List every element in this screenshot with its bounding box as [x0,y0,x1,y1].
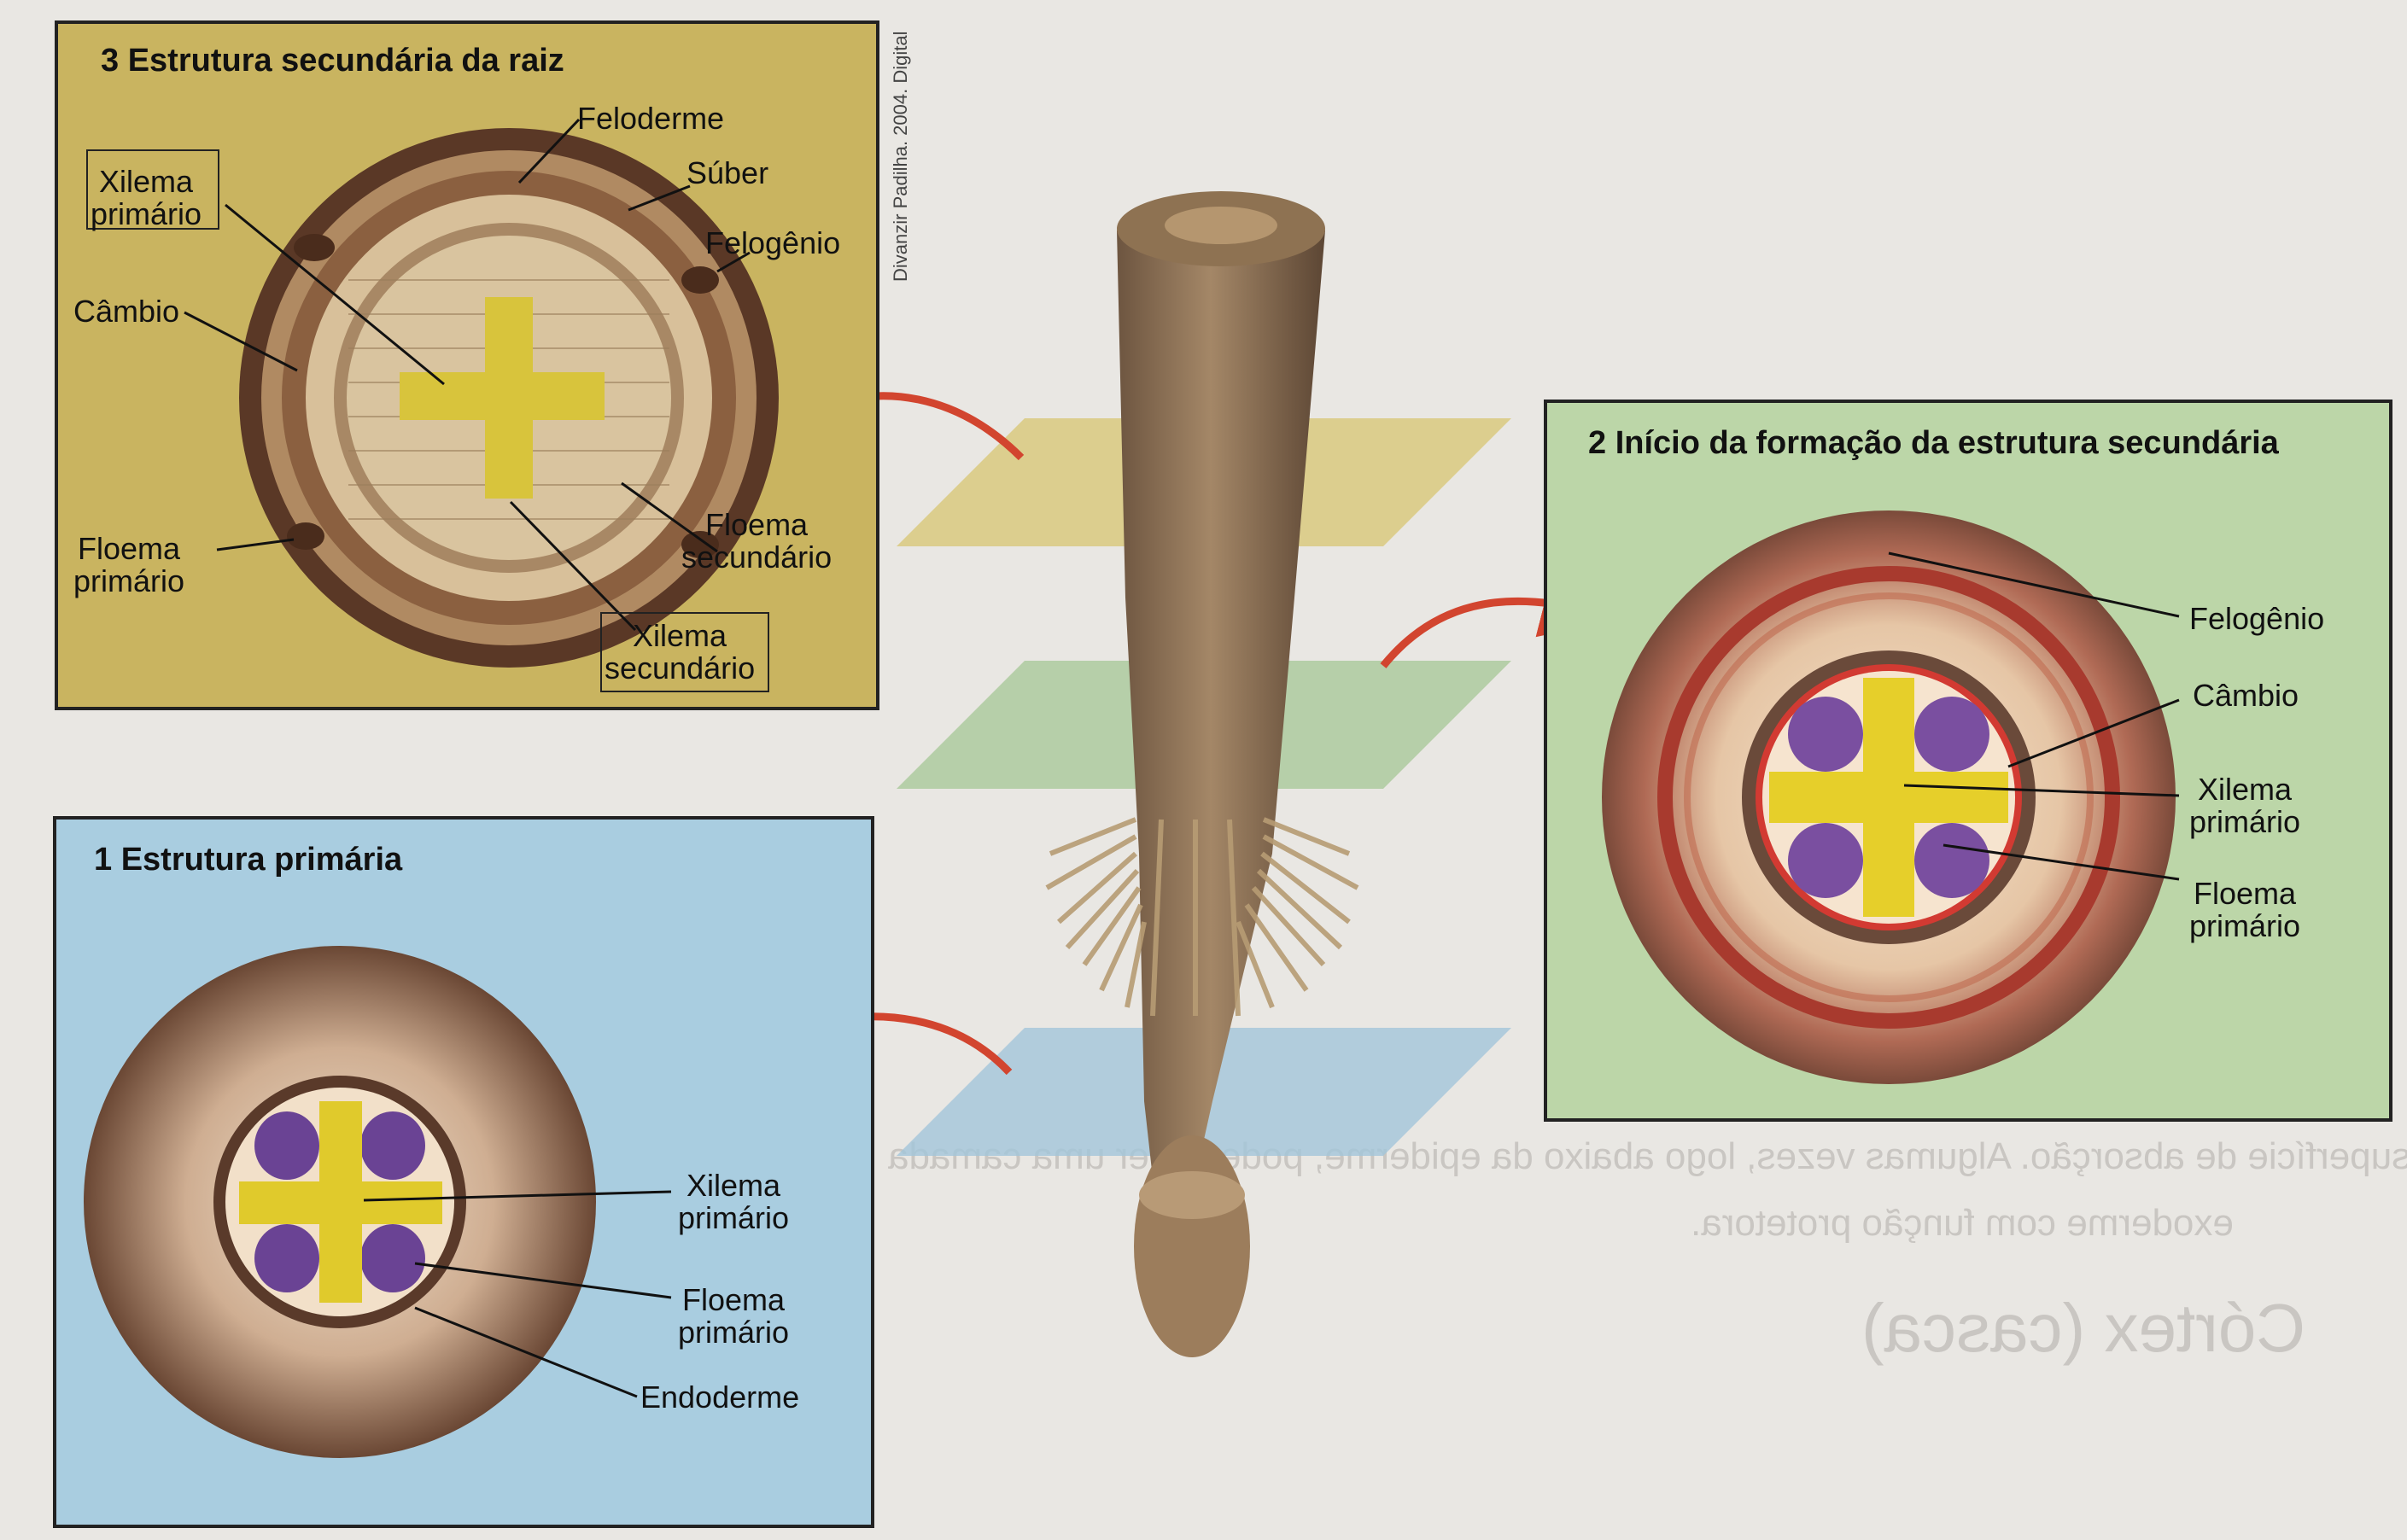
label-floema-primario-2: Floema primário [2189,876,2301,943]
cross-section-secondary [86,118,779,692]
cross-section-transition [1602,510,2180,1084]
label-endoderme: Endoderme [640,1380,800,1415]
panel-1-title: 1 Estrutura primária [94,842,403,878]
label-floema-primario-1: Floema primário [678,1282,790,1350]
label-floema-primario: Floema primário [73,531,185,598]
label-xilema-primario-1: Xilema primário [678,1168,790,1235]
label-xilema-primario: Xilema primário [91,164,202,231]
label-xilema-primario-2: Xilema primário [2189,772,2301,839]
label-suber: Súber [686,155,769,190]
label-felogenio-2: Felogênio [2189,601,2325,636]
label-xilema-secundario: Xilema secundário [605,618,756,685]
label-floema-secundario: Floema secundário [681,507,833,575]
illustration-credit: Divanzir Padilha. 2004. Digital [890,31,911,283]
panel-3-title: 3 Estrutura secundária da raiz [101,43,564,79]
label-cambio: Câmbio [73,294,180,329]
label-felogenio: Felogênio [705,225,841,260]
label-feloderme: Feloderme [577,101,725,136]
panel-secondary-formation: 2 Início da formação da estrutura secund… [1544,400,2392,1122]
panel-secondary-structure: 3 Estrutura secundária da raiz [55,20,879,710]
panel-primary-structure: 1 Estrutura primária Xilema primário Flo… [53,816,874,1528]
root-illustration [897,191,1511,1357]
label-cambio-2: Câmbio [2193,678,2299,713]
panel-2-title: 2 Início da formação da estrutura secund… [1588,425,2279,461]
cross-section-primary [84,946,672,1458]
